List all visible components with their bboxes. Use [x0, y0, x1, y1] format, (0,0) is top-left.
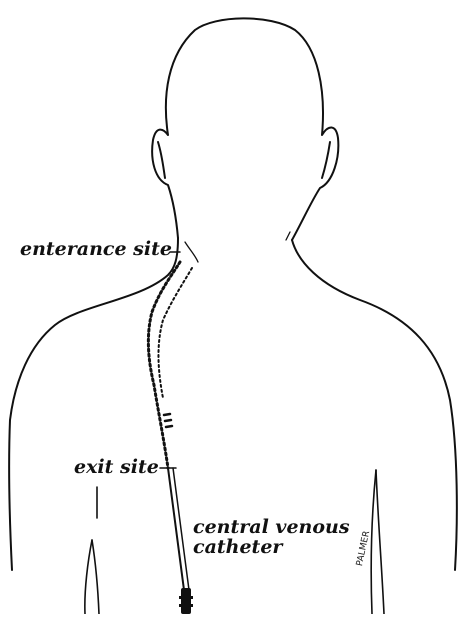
- head-outline: [152, 18, 338, 240]
- catheter-hub-ring: [179, 596, 193, 599]
- right-arm-inner: [371, 470, 376, 614]
- catheter-cuff: [164, 414, 172, 427]
- catheter-hub-ring-2: [179, 604, 193, 607]
- right-ear-detail: [322, 142, 330, 178]
- left-arm-inner-2: [92, 540, 99, 614]
- left-ear-detail: [158, 142, 165, 178]
- catheter-tunnel: [148, 262, 180, 468]
- left-shoulder-outline: [9, 238, 178, 570]
- catheter-hub: [181, 588, 191, 614]
- catheter-label: central venous catheter: [193, 517, 350, 557]
- neck-mark-left: [185, 242, 198, 262]
- catheter-label-line2: catheter: [193, 537, 350, 557]
- exit-site-label: exit site: [74, 457, 159, 477]
- neck-mark-right: [286, 232, 290, 240]
- right-arm-inner-2: [376, 470, 384, 614]
- catheter-label-line1: central venous: [193, 517, 350, 537]
- left-arm-inner: [85, 487, 97, 614]
- entrance-site-label: enterance site: [20, 239, 172, 259]
